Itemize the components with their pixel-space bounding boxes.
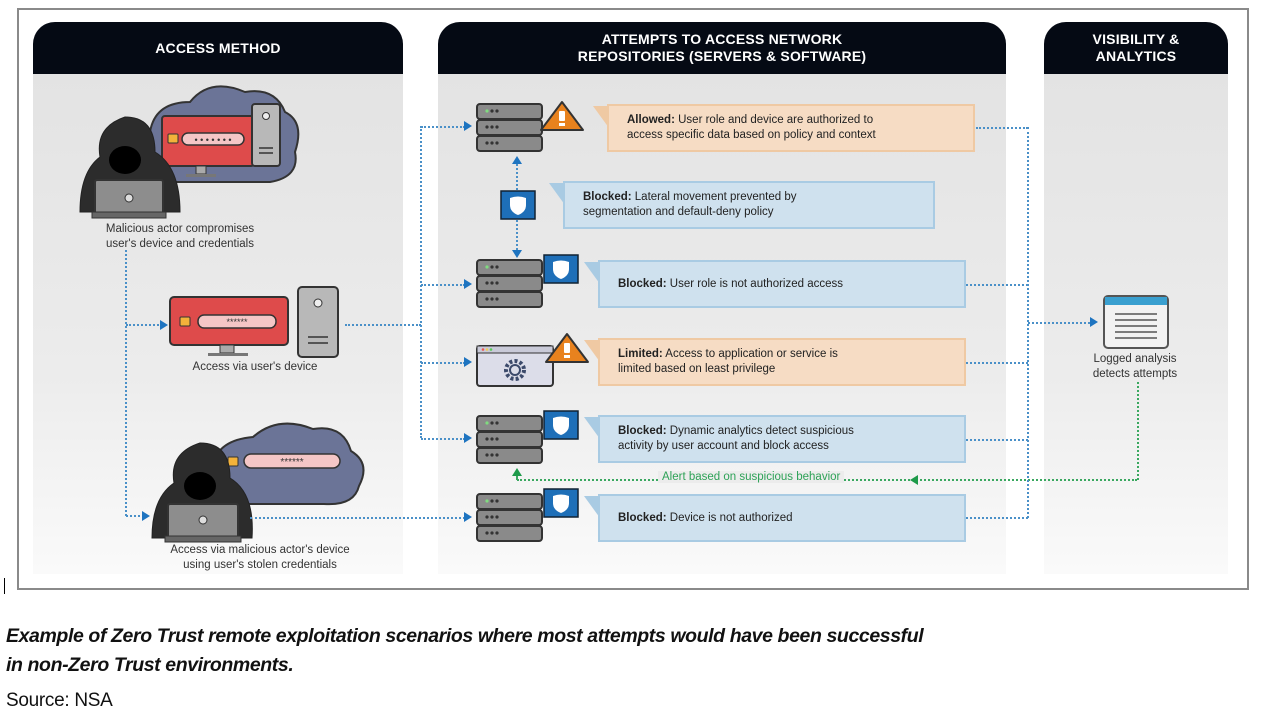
figure-caption-line: Example of Zero Trust remote exploitatio…: [6, 625, 924, 647]
log-document-icon: [1103, 295, 1169, 349]
connector-line: [1028, 322, 1090, 324]
arrow-down-icon: [512, 250, 522, 258]
access-method-caption: Access via user's device: [150, 360, 360, 375]
status-label: Allowed:: [627, 114, 675, 126]
status-callout-blocked-lateral: Blocked: Lateral movement prevented by s…: [549, 181, 935, 229]
arrow-right-icon: [464, 433, 472, 443]
password-mask: ******: [226, 317, 248, 327]
connector-line: [125, 250, 127, 516]
column-attempts: ATTEMPTS TO ACCESS NETWORK REPOSITORIES …: [438, 22, 1006, 574]
alert-text: Alert based on suspicious behavior: [662, 471, 841, 483]
caption-line: Access via malicious actor's device: [170, 544, 350, 556]
arrow-right-icon: [464, 121, 472, 131]
column-header-access-method: ACCESS METHOD: [33, 22, 403, 74]
connector-line: [966, 439, 1028, 441]
column-title: ACCESS METHOD: [155, 39, 281, 56]
status-text: Access to application or service is: [665, 348, 838, 360]
password-mask: ******: [280, 457, 303, 468]
app-warning-icon: [476, 333, 589, 387]
column-title-line1: ATTEMPTS TO ACCESS NETWORK: [601, 31, 843, 47]
arrow-right-icon: [464, 512, 472, 522]
arrow-right-icon: [142, 511, 150, 521]
column-title-line2: ANALYTICS: [1095, 48, 1177, 64]
connector-line: [421, 126, 465, 128]
status-text: User role and device are authorized to: [678, 114, 874, 126]
svg-text:• • • • • • •: • • • • • • •: [194, 135, 231, 145]
arrow-right-icon: [464, 279, 472, 289]
column-body: [438, 74, 1006, 574]
arrow-right-icon: [464, 357, 472, 367]
status-label: Limited:: [618, 348, 663, 360]
column-title-line1: VISIBILITY &: [1092, 31, 1180, 47]
caption-line: detects attempts: [1092, 368, 1178, 380]
status-text: User role is not authorized access: [669, 277, 843, 290]
status-label: Blocked:: [618, 511, 667, 524]
connector-line: [421, 284, 465, 286]
server-shield-icon: [476, 488, 579, 542]
caption-line: Logged analysis: [1093, 353, 1177, 365]
alert-connector-line: [1137, 382, 1139, 480]
connector-line: [250, 517, 465, 519]
text-cursor: [4, 578, 5, 594]
status-label: Blocked:: [618, 277, 667, 290]
alert-label: Alert based on suspicious behavior: [658, 471, 845, 483]
status-callout-blocked-role: Blocked: User role is not authorized acc…: [584, 260, 966, 308]
analytics-caption: Logged analysis detects attempts: [1070, 352, 1200, 382]
user-device-icon: ******: [169, 286, 339, 358]
caption-line: Access via user's device: [192, 361, 318, 373]
server-warning-icon: [476, 101, 584, 152]
connector-line: [516, 220, 518, 250]
connector-line: [421, 362, 465, 364]
access-method-caption: Malicious actor compromises user's devic…: [60, 222, 300, 252]
hooded-actor-with-compromised-device-icon: • • • • • • •: [79, 85, 300, 219]
status-callout-limited: Limited: Access to application or servic…: [584, 338, 966, 386]
connector-line: [966, 517, 1028, 519]
arrow-up-icon: [512, 156, 522, 164]
status-text: segmentation and default-deny policy: [583, 206, 774, 218]
server-shield-icon: [476, 410, 579, 464]
arrow-right-icon: [160, 320, 168, 330]
connector-line: [966, 362, 1028, 364]
connector-line: [976, 127, 1028, 129]
connector-line: [516, 476, 518, 480]
column-header-visibility: VISIBILITY & ANALYTICS: [1044, 22, 1228, 74]
connector-line: [966, 284, 1028, 286]
status-text: Lateral movement prevented by: [634, 191, 797, 203]
access-method-caption: Access via malicious actor's device usin…: [110, 543, 410, 573]
caption-line: using user's stolen credentials: [183, 559, 337, 571]
status-text: access specific data based on policy and…: [627, 129, 876, 141]
status-text: activity by user account and block acces…: [618, 440, 829, 452]
status-text: limited based on least privilege: [618, 363, 776, 375]
status-callout-blocked-analytics: Blocked: Dynamic analytics detect suspic…: [584, 415, 966, 463]
connector-line: [420, 126, 422, 438]
connector-line: [126, 324, 166, 326]
connector-line: [516, 164, 518, 190]
arrow-right-icon: [1090, 317, 1098, 327]
caption-line: user's device and credentials: [106, 238, 254, 250]
figure-caption-line: in non-Zero Trust environments.: [6, 654, 294, 676]
column-title-line2: REPOSITORIES (SERVERS & SOFTWARE): [577, 48, 867, 64]
figure-caption: Example of Zero Trust remote exploitatio…: [6, 622, 1276, 680]
arrow-left-icon: [910, 475, 918, 485]
source-credit: Source: NSA: [6, 690, 113, 711]
connector-line: [126, 515, 148, 517]
status-callout-allowed: Allowed: User role and device are author…: [593, 104, 975, 152]
status-text: Device is not authorized: [669, 511, 793, 524]
column-header-attempts: ATTEMPTS TO ACCESS NETWORK REPOSITORIES …: [438, 22, 1006, 74]
hooded-actor-with-stolen-credentials-icon: ******: [151, 422, 365, 543]
status-label: Blocked:: [583, 191, 632, 203]
caption-line: Malicious actor compromises: [105, 223, 255, 235]
shield-icon: [500, 190, 536, 220]
connector-line: [421, 438, 465, 440]
arrow-up-icon: [512, 468, 522, 476]
server-shield-icon: [476, 254, 579, 308]
status-callout-blocked-device: Blocked: Device is not authorized: [584, 494, 966, 542]
status-text: Dynamic analytics detect suspicious: [669, 425, 854, 437]
connector-line: [345, 324, 421, 326]
status-label: Blocked:: [618, 425, 667, 437]
